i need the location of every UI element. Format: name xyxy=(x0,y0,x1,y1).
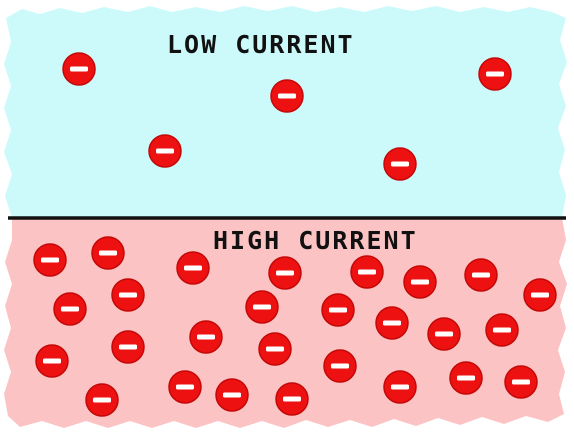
minus-charge-icon xyxy=(176,251,210,285)
minus-charge-icon xyxy=(383,147,417,181)
minus-charge-icon xyxy=(53,292,87,326)
minus-charge-icon xyxy=(35,344,69,378)
minus-charge-icon xyxy=(215,378,249,412)
low-current-label: LOW CURRENT xyxy=(167,30,355,59)
minus-charge-icon xyxy=(504,365,538,399)
minus-charge-icon xyxy=(464,258,498,292)
minus-charge-icon xyxy=(321,293,355,327)
minus-charge-icon xyxy=(403,265,437,299)
minus-charge-icon xyxy=(189,320,223,354)
minus-charge-icon xyxy=(523,278,557,312)
minus-charge-icon xyxy=(148,134,182,168)
high-current-label: HIGH CURRENT xyxy=(213,226,418,255)
minus-charge-icon xyxy=(427,317,461,351)
minus-charge-icon xyxy=(168,370,202,404)
minus-charge-icon xyxy=(258,332,292,366)
minus-charge-icon xyxy=(33,243,67,277)
minus-charge-icon xyxy=(478,57,512,91)
minus-charge-icon xyxy=(375,306,409,340)
minus-charge-icon xyxy=(383,370,417,404)
minus-charge-icon xyxy=(350,255,384,289)
minus-charge-icon xyxy=(91,236,125,270)
minus-charge-icon xyxy=(85,383,119,417)
minus-charge-icon xyxy=(275,382,309,416)
charges-layer xyxy=(33,52,557,417)
minus-charge-icon xyxy=(270,79,304,113)
minus-charge-icon xyxy=(449,361,483,395)
minus-charge-icon xyxy=(111,278,145,312)
minus-charge-icon xyxy=(111,330,145,364)
minus-charge-icon xyxy=(62,52,96,86)
minus-charge-icon xyxy=(323,349,357,383)
minus-charge-icon xyxy=(268,256,302,290)
minus-charge-icon xyxy=(485,313,519,347)
minus-charge-icon xyxy=(245,290,279,324)
